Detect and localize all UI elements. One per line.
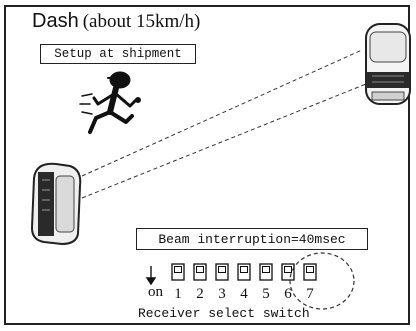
dip-position-4: 4	[237, 263, 251, 302]
dip-position-label: 7	[306, 286, 314, 302]
title-main: Dash	[32, 10, 79, 32]
dip-highlight-circle	[289, 252, 355, 310]
dip-position-label: 6	[284, 286, 292, 302]
dip-position-7: 7	[303, 263, 317, 302]
dip-position-label: 2	[196, 286, 204, 302]
dip-position-5: 5	[259, 263, 273, 302]
receiver-select-switch-caption: Receiver select switch	[138, 306, 310, 321]
beam-interruption-label: Beam interruption=40msec	[136, 228, 368, 250]
down-arrow-icon	[145, 266, 157, 286]
beam-sensor-receiver	[365, 23, 411, 105]
dip-position-label: 5	[262, 286, 270, 302]
page-title: Dash (about 15km/h)	[32, 10, 200, 33]
diagram-frame	[4, 5, 410, 325]
beam-lines	[81, 49, 367, 199]
dip-position-1: 1	[171, 263, 185, 302]
dip-position-3: 3	[215, 263, 229, 302]
dip-position-label: 3	[218, 286, 226, 302]
dip-position-label: 1	[174, 286, 182, 302]
dip-on-label: on	[148, 284, 163, 300]
beam-sensor-transmitter	[30, 162, 82, 246]
beam-line-lower	[81, 83, 367, 199]
dip-position-label: 4	[240, 286, 248, 302]
beam-line-upper	[81, 49, 363, 177]
title-sub: (about 15km/h)	[82, 11, 201, 32]
setup-label: Setup at shipment	[40, 44, 196, 64]
running-person-icon	[79, 71, 141, 134]
dip-position-2: 2	[193, 263, 207, 302]
